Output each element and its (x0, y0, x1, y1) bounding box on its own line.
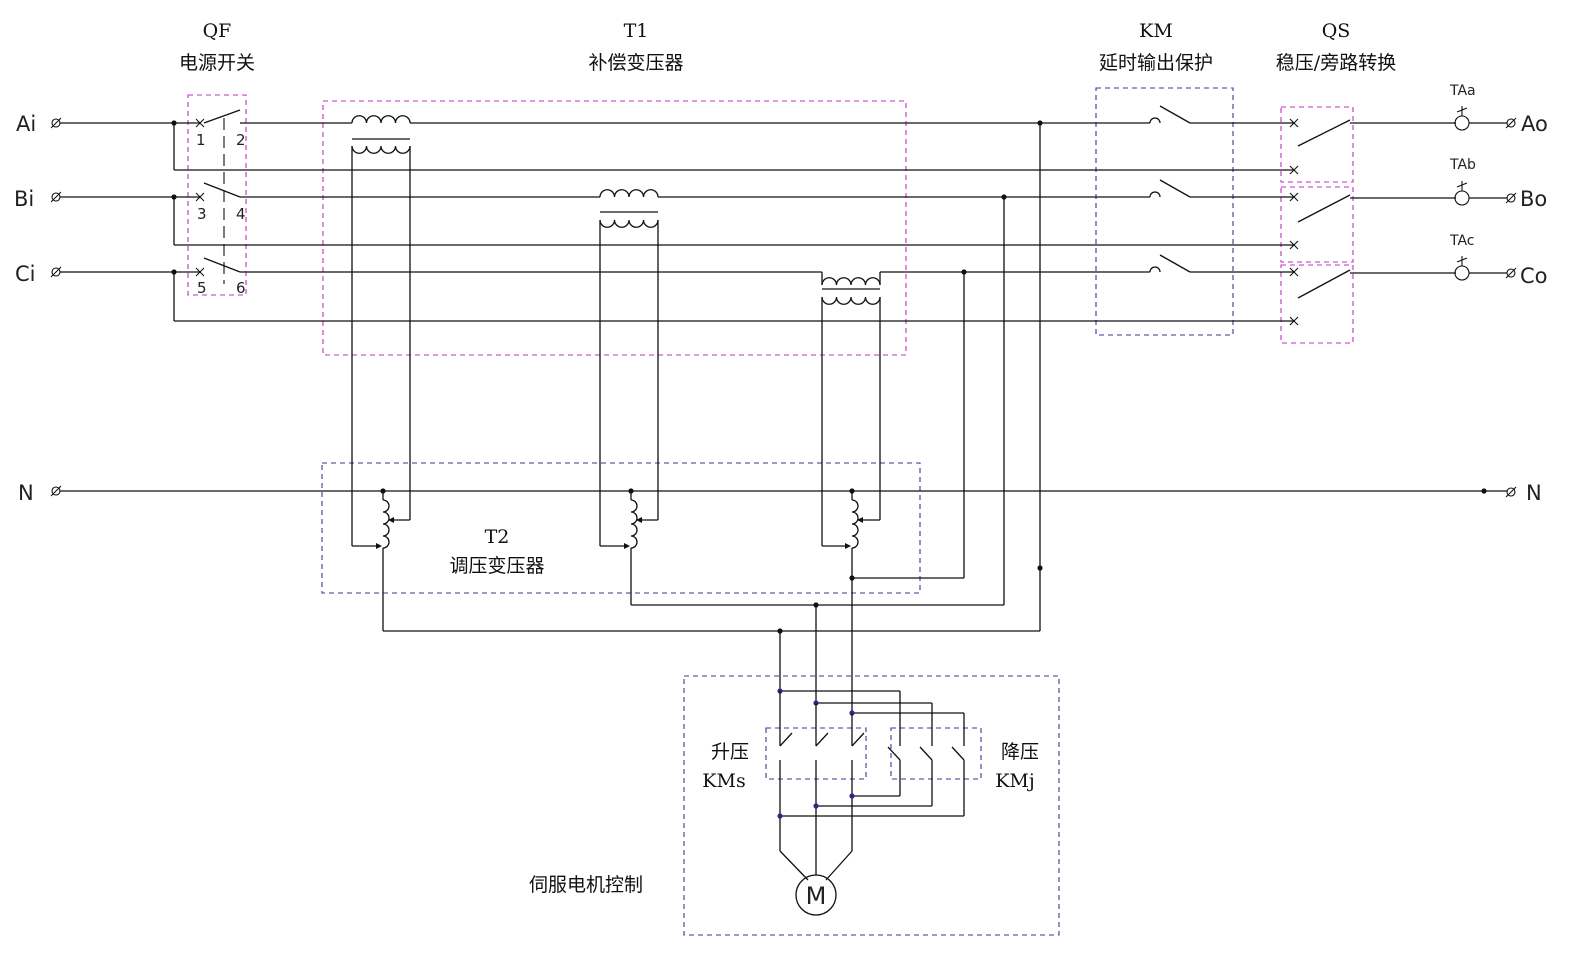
input-label-bi: Bi (14, 187, 34, 211)
output-label-bo: Bo (1520, 187, 1547, 211)
motor-symbol: M (806, 882, 827, 910)
kmj-contacts (777, 741, 965, 819)
qs-box-b (1280, 186, 1354, 263)
t1-code: T1 (624, 20, 649, 42)
input-terminal-ai (50, 117, 62, 129)
qs-code: QS (1322, 20, 1351, 42)
qs-box-a (1280, 106, 1354, 183)
motor-control-label: 伺服电机控制 (529, 874, 643, 896)
qf-name: 电源开关 (179, 52, 255, 74)
input-wires (60, 122, 1507, 492)
kms-name: 升压 (711, 741, 749, 763)
qf-pin-4: 4 (236, 205, 246, 223)
kmj-box (890, 727, 982, 780)
output-terminal-bo (1505, 192, 1517, 204)
output-label-co: Co (1520, 264, 1548, 288)
qf-pin-5: 5 (197, 279, 207, 297)
servo-motor: M (779, 850, 853, 916)
qf-pin-1: 1 (196, 131, 206, 149)
qf-pin-2: 2 (236, 131, 246, 149)
ct-label-a: TAa (1449, 83, 1476, 99)
ct-label-c: TAc (1449, 233, 1475, 249)
t2-code: T2 (485, 526, 510, 548)
input-label-ci: Ci (15, 262, 36, 286)
qs-contacts (1289, 118, 1456, 326)
current-transformer-b (1454, 181, 1507, 206)
output-label-n: N (1526, 481, 1542, 505)
ct-label-b: TAb (1449, 157, 1476, 173)
input-terminal-bi (50, 191, 62, 203)
t2-coil-b (600, 488, 658, 605)
km-box (1095, 87, 1234, 336)
kmj-name: 降压 (1001, 741, 1039, 763)
qf-pin-6: 6 (236, 279, 246, 297)
input-label-n: N (18, 481, 34, 505)
input-label-ai: Ai (16, 112, 36, 136)
t1-phase-c-winding (821, 272, 881, 546)
input-terminal-ci (50, 266, 62, 278)
t1-name: 补偿变压器 (588, 52, 683, 74)
km-name: 延时输出保护 (1099, 52, 1213, 74)
phase-main-lines (262, 122, 1150, 273)
kmj-code: KMj (995, 770, 1035, 792)
qf-pin-3: 3 (197, 205, 207, 223)
qs-name: 稳压/旁路转换 (1276, 52, 1396, 74)
feedback-wiring (383, 120, 1043, 713)
qf-code: QF (203, 20, 232, 42)
output-terminal-ao (1505, 117, 1517, 129)
neutral-output-junction (1481, 488, 1487, 494)
qf-box (187, 94, 247, 296)
t2-box (321, 462, 921, 594)
qf-switch (195, 109, 262, 284)
bypass-taps (171, 120, 1294, 322)
output-terminal-co (1505, 267, 1517, 279)
kms-code: KMs (702, 770, 745, 792)
t1-phase-b-winding (599, 189, 659, 546)
current-transformer-a (1454, 106, 1507, 131)
t2-coil-a (352, 488, 410, 631)
output-label-ao: Ao (1521, 112, 1548, 136)
output-terminal-n (1505, 486, 1517, 498)
t1-phase-a-winding (351, 115, 411, 546)
t1-box (322, 100, 907, 356)
km-code: KM (1139, 20, 1173, 42)
km-contacts (1149, 105, 1294, 273)
qs-box-c (1280, 264, 1354, 344)
contactor-bus (777, 688, 965, 741)
t2-coil-c (822, 488, 880, 578)
motor-control-box (683, 675, 1060, 936)
kms-contacts (779, 691, 865, 875)
t2-name: 调压变压器 (449, 555, 544, 577)
current-transformer-c (1454, 256, 1507, 281)
input-terminal-n (50, 485, 62, 497)
